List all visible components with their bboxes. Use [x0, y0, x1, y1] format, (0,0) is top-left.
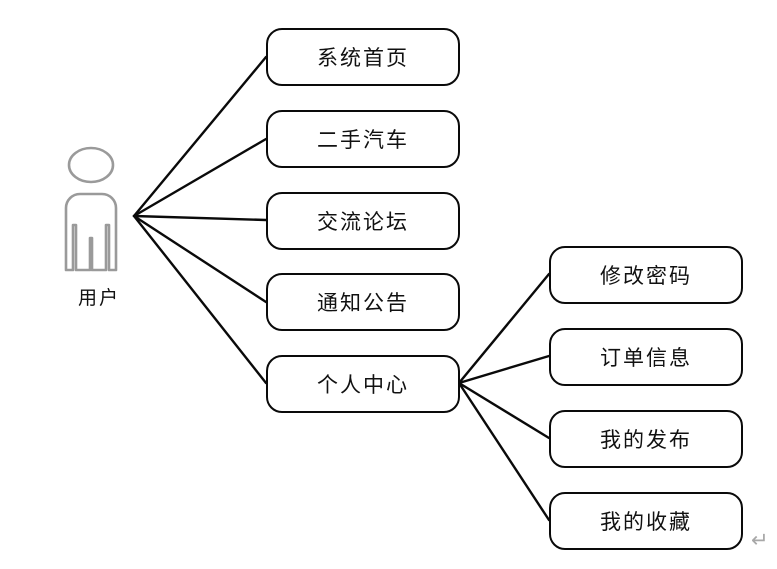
edge-center-to-change-password	[457, 272, 551, 385]
user-actor-label: 用户	[77, 288, 120, 309]
edge-user-to-used-car	[132, 137, 268, 218]
use-case-order-info[interactable]: 订单信息	[549, 328, 743, 386]
edge-user-to-notice	[132, 214, 268, 304]
person-actor-icon	[64, 146, 118, 272]
use-case-used-car[interactable]: 二手汽车	[266, 110, 460, 168]
use-case-forum[interactable]: 交流论坛	[266, 192, 460, 250]
edge-user-to-personal-center	[132, 214, 268, 385]
edge-user-to-forum	[132, 214, 268, 222]
use-case-personal-center[interactable]: 个人中心	[266, 355, 460, 413]
paragraph-return-mark: ↵	[751, 528, 769, 552]
use-case-my-posts[interactable]: 我的发布	[549, 410, 743, 468]
use-case-home[interactable]: 系统首页	[266, 28, 460, 86]
edge-center-to-my-favorites	[457, 381, 551, 522]
edge-center-to-order-info	[457, 354, 551, 385]
edge-center-to-my-posts	[457, 381, 551, 440]
edge-user-to-home	[132, 55, 268, 218]
use-case-my-favorites[interactable]: 我的收藏	[549, 492, 743, 550]
use-case-change-password[interactable]: 修改密码	[549, 246, 743, 304]
use-case-notice[interactable]: 通知公告	[266, 273, 460, 331]
